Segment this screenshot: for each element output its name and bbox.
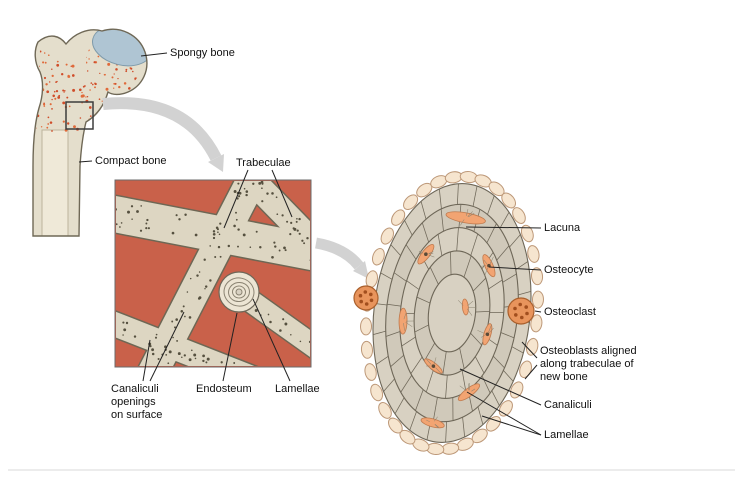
leader-compact-bone <box>78 160 93 163</box>
label-osteoblasts: Osteoblasts aligned along trabeculae of … <box>540 345 637 383</box>
trabecula-cross-section <box>353 170 544 456</box>
label-canaliculi: Canaliculi <box>544 399 592 411</box>
label-lamellae-cross-section: Lamellae <box>544 429 589 441</box>
zoom-arrow-femur-to-panel <box>102 97 224 172</box>
leader-trabeculae-left <box>223 169 249 229</box>
medullary-cavity <box>41 129 69 237</box>
leader-canaliculi <box>459 368 542 406</box>
trabeculae-panel <box>114 179 312 368</box>
lamella-core <box>235 288 243 296</box>
panel-border <box>114 179 312 368</box>
leader-osteoclast <box>534 310 542 313</box>
arrow-shaft <box>314 237 364 270</box>
leader-osteocyte <box>488 266 542 271</box>
leader-endosteum <box>222 312 238 382</box>
leader-canaliculi-openings-1 <box>142 339 151 382</box>
label-compact-bone: Compact bone <box>95 155 167 167</box>
lamella-ring-1 <box>223 277 255 307</box>
leader-lamellae-trabecula <box>252 298 291 382</box>
leader-osteoblasts-1 <box>521 341 538 359</box>
leader-lamellae-2 <box>481 415 542 436</box>
zoom-arrow-panel-to-cross-section <box>314 237 369 279</box>
label-spongy-bone: Spongy bone <box>170 47 235 59</box>
leader-lines <box>78 52 542 436</box>
femur-outline <box>32 28 148 237</box>
cut-trabecula-whorl <box>218 271 260 313</box>
arrow-head-icon <box>208 154 224 172</box>
label-canaliculi-openings: Canaliculi openings on surface <box>111 383 163 421</box>
canaliculi-opening-dots <box>116 181 310 365</box>
arrow-shaft <box>102 97 222 161</box>
label-lamellae-trabecula: Lamellae <box>275 383 320 395</box>
lamella-ring-2 <box>228 281 250 303</box>
label-lacuna: Lacuna <box>544 222 581 234</box>
lamellae-cell-mosaic <box>360 170 544 456</box>
leader-lamellae-1 <box>466 391 542 436</box>
leader-spongy-bone <box>140 52 168 57</box>
label-osteocyte: Osteocyte <box>544 264 594 276</box>
leader-trabeculae-right <box>271 169 293 218</box>
label-trabeculae: Trabeculae <box>236 157 291 169</box>
leader-lacuna <box>465 226 542 229</box>
label-endosteum: Endosteum <box>196 383 252 395</box>
label-osteoclast: Osteoclast <box>544 306 596 318</box>
lamella-ring-3 <box>232 285 246 299</box>
leader-osteoblasts-2 <box>524 364 538 380</box>
arrow-head-icon <box>353 261 369 279</box>
leader-canaliculi-openings-2 <box>149 311 185 382</box>
zoom-region-box <box>65 101 94 130</box>
osteoclast-cells <box>353 285 535 325</box>
